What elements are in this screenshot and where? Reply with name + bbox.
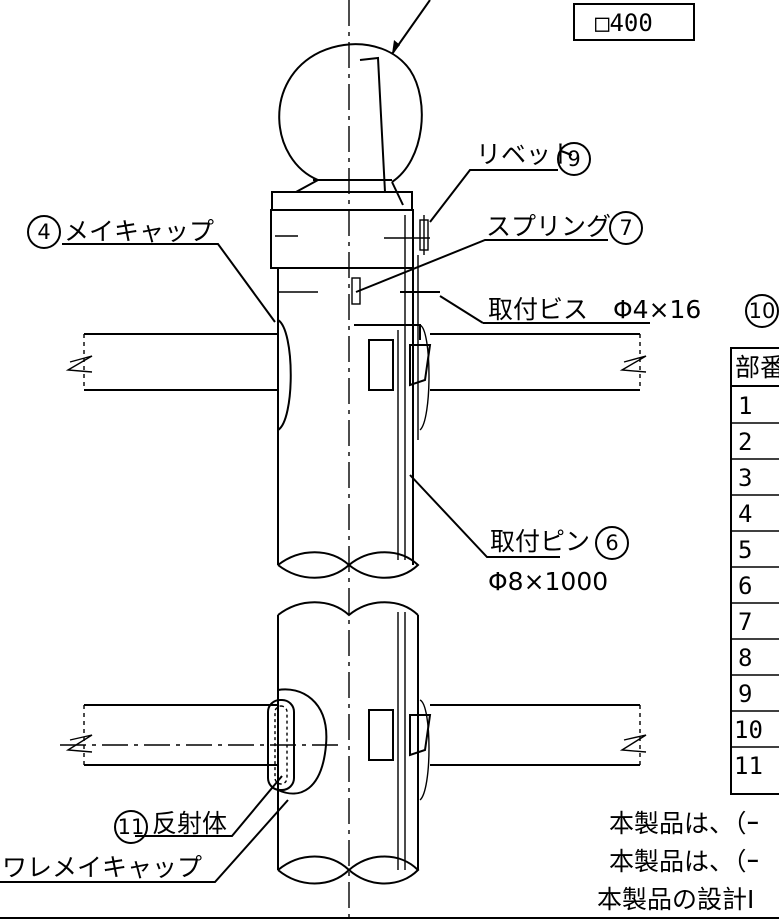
ball-finial	[270, 43, 423, 269]
note-line: 本製品の設計I	[597, 885, 754, 914]
callout-num-spring: 7	[619, 216, 632, 240]
label-cap: メイキャップ	[64, 217, 214, 246]
label-pin: 取付ピン	[490, 527, 590, 556]
table-row: 8	[738, 644, 752, 672]
callout-num-rivet: 9	[567, 147, 580, 171]
table-header: 部番	[735, 353, 779, 382]
table-row: 9	[738, 680, 752, 708]
callout-num-pin: 6	[605, 531, 618, 555]
table-row: 7	[738, 608, 752, 636]
leaders	[0, 169, 650, 883]
callout-num-cap: 4	[37, 220, 50, 244]
table-row: 2	[738, 428, 752, 456]
table-row: 6	[738, 572, 752, 600]
callout-num-reflector: 11	[118, 815, 145, 839]
left-rail-lower	[60, 688, 340, 795]
right-rail-upper	[354, 324, 647, 431]
label-reflector: 反射体	[152, 809, 227, 838]
right-rail-lower	[368, 699, 647, 801]
size-box	[573, 3, 695, 41]
table-row: 5	[738, 536, 752, 564]
label-rivet: リベット	[476, 140, 576, 169]
lower-post	[277, 601, 420, 885]
table-row: 1	[738, 392, 752, 420]
label-pin-size: Φ8×1000	[488, 567, 608, 596]
label-screw: 取付ビス Φ4×16	[488, 295, 701, 324]
label-reflect-cap: ワレメイキャップ	[2, 853, 202, 882]
upper-post	[277, 215, 430, 579]
note-line: 本製品は、（ｰ	[609, 809, 759, 838]
table-row: 11	[734, 752, 763, 780]
callout-circles: 9 4 7 10 6 11	[27, 142, 779, 844]
table-row: 10	[734, 716, 763, 744]
label-spring: スプリング	[486, 212, 611, 241]
table-row: 4	[738, 500, 752, 528]
note-line: 本製品は、（ｰ	[609, 847, 759, 876]
left-rail-upper	[65, 319, 292, 431]
top-leader-arrow	[392, 40, 400, 54]
size-label: □400	[595, 9, 653, 37]
table-row: 3	[738, 464, 752, 492]
parts-table: 部番 1 2 3 4 5 6 7 8 9 10 11	[730, 347, 779, 795]
callout-num-screw: 10	[749, 299, 776, 323]
